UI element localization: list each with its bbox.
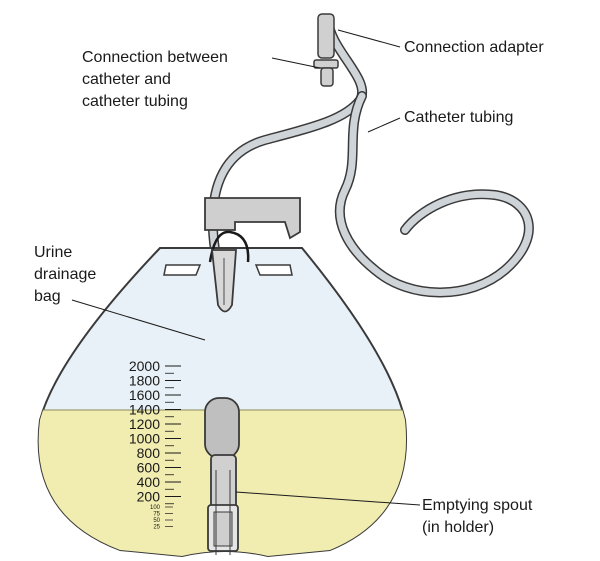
leader-lines — [71, 29, 421, 506]
scale-label: 1000 — [129, 431, 160, 447]
label-spout-line1: Emptying spout — [422, 497, 533, 514]
label-connection-line2: catheter and — [82, 71, 171, 88]
scale-label-small: 100 — [150, 505, 161, 511]
emptying-spout — [204, 397, 240, 555]
label-urine-line2: drainage — [34, 266, 96, 283]
connection-adapter — [313, 13, 339, 87]
label-urine-line3: bag — [34, 288, 61, 305]
scale-label: 1400 — [129, 402, 160, 418]
scale-label: 600 — [137, 460, 161, 476]
volume-scale: 2000180016001400120010008006004002001007… — [129, 358, 181, 531]
label-catheter-tubing: Catheter tubing — [404, 109, 513, 126]
scale-label-small: 75 — [153, 512, 160, 518]
label-spout-line2: (in holder) — [422, 519, 494, 536]
scale-label: 1800 — [129, 373, 160, 389]
label-connection-line3: catheter tubing — [82, 93, 188, 110]
bag-hang-slots — [163, 264, 293, 276]
scale-label: 1200 — [129, 416, 160, 432]
scale-label: 800 — [137, 445, 161, 461]
label-connection-line1: Connection between — [82, 49, 228, 66]
label-urine-line1: Urine — [34, 244, 72, 261]
scale-label-small: 50 — [153, 518, 160, 524]
scale-label: 1600 — [129, 387, 160, 403]
label-connection-adapter: Connection adapter — [404, 39, 544, 56]
scale-label: 400 — [137, 474, 161, 490]
catheter-tubing — [207, 15, 534, 298]
scale-label: 2000 — [129, 358, 160, 374]
scale-label-small: 25 — [153, 525, 160, 531]
scale-label: 200 — [137, 489, 161, 505]
bag-inlet-connector — [204, 197, 301, 313]
